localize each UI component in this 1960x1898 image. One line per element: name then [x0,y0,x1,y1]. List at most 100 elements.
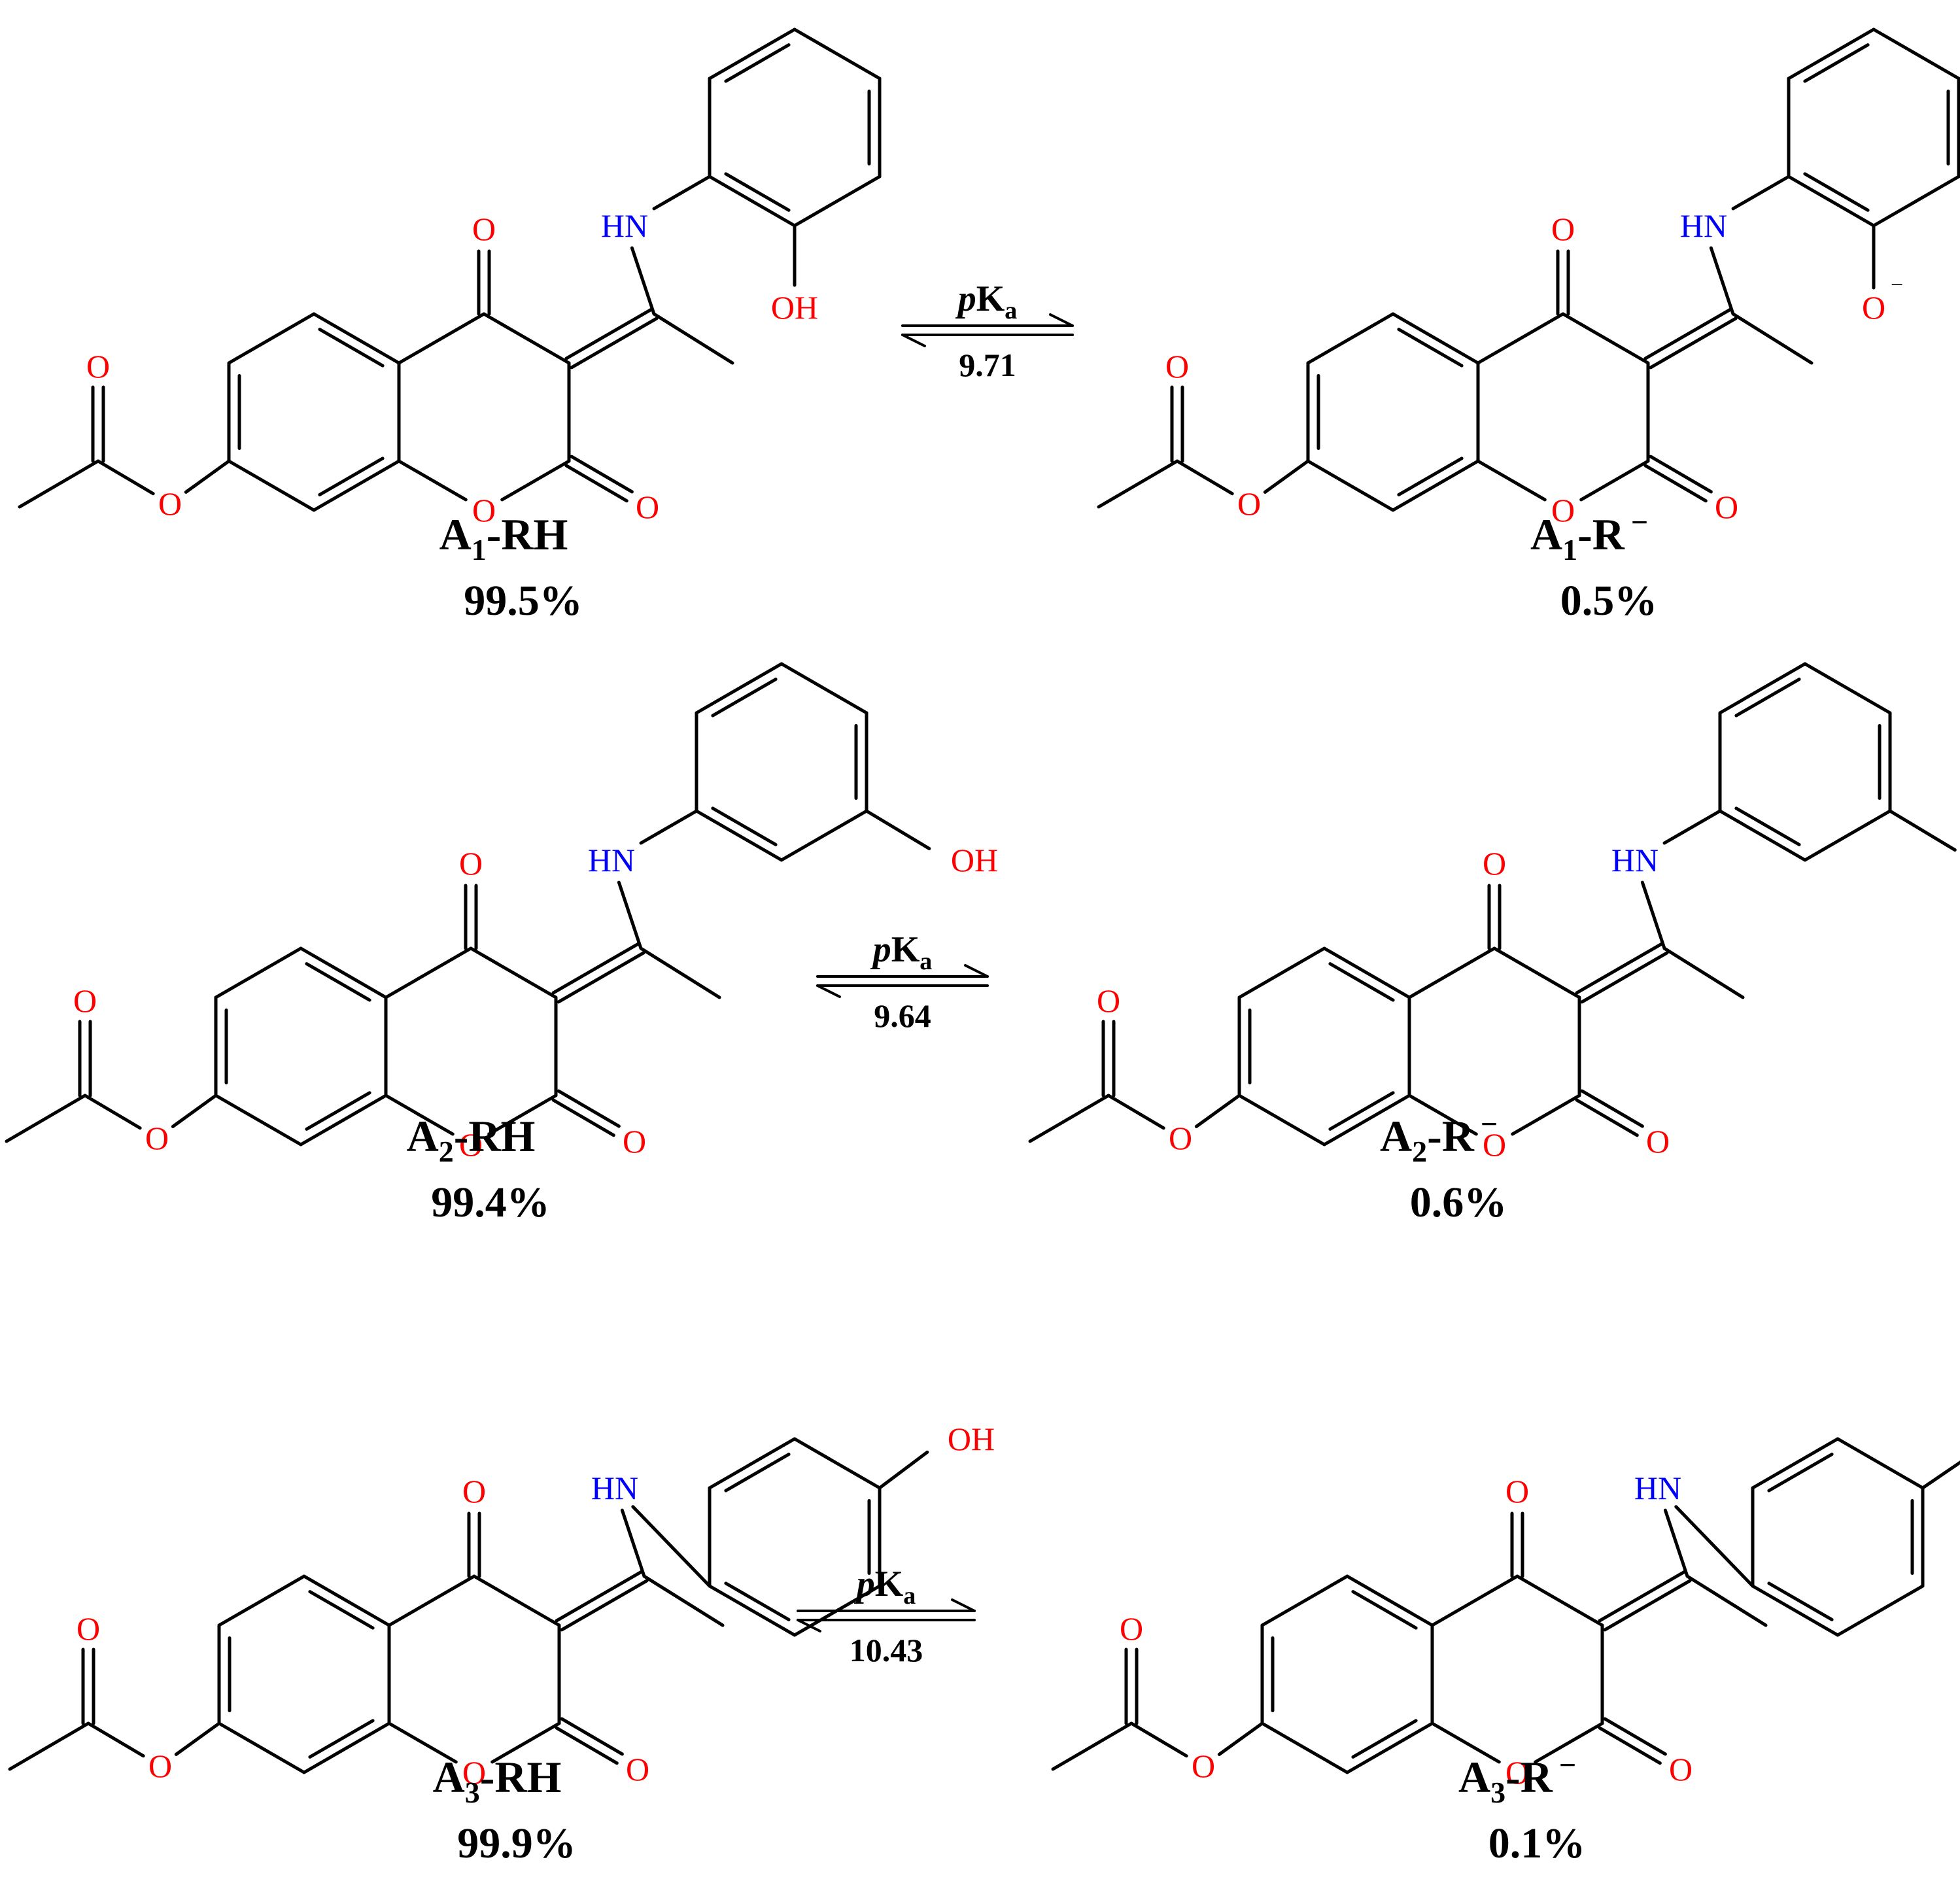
carbonyl-bond [1598,1726,1662,1765]
ring-double-bond [711,678,778,717]
carbonyl-bond [551,1098,615,1137]
ring-bond [397,459,468,502]
enamine-double-bond [1575,942,1664,995]
enamine-double-bond [570,317,659,370]
ring-bond [312,459,401,512]
methyl-bond [18,459,100,509]
ring-oxygen-label: O [1551,492,1575,528]
phenoxide-oxygen-label: O [1862,289,1885,326]
amine-bond [620,1508,646,1578]
amine-label: HN [601,207,648,244]
ring-bond [1476,312,1565,365]
phenyl-ring-bond [1836,1437,1925,1490]
population-percent: 0.6% [1410,1179,1507,1226]
ring-bond [1492,946,1581,999]
methyl-bond [5,1094,87,1143]
carbonyl-bond [1649,455,1713,494]
pka-label: pKa [955,279,1018,324]
carbonyl-bond [555,1726,619,1765]
ring-bond [490,1721,561,1764]
ring-bond [1515,1574,1604,1627]
ring-double-bond [305,962,371,1002]
ester-bond [184,459,231,494]
ring-bond [1322,1094,1411,1147]
ester-bond [1194,1094,1241,1128]
ring-bond [1407,946,1496,999]
amine-aryl-bond [1674,1505,1755,1588]
ester-carbonyl-oxygen-label: O [73,982,97,1019]
compound-name-letter: A [433,1752,465,1802]
ester-oxygen-label: O [158,485,182,522]
ring-bond [1391,312,1480,365]
pka-label-k: K [891,929,920,970]
ester-bond [1107,1094,1165,1130]
ring-bond [1407,1094,1478,1136]
ring-bond [1430,1574,1519,1627]
hydroxyl-bond [865,809,931,851]
compound-name: A2-R− [1380,1107,1498,1168]
carbonyl-bond [557,1089,621,1128]
ester-bond [83,1094,142,1130]
phenyl-ring-bond [708,1437,797,1490]
ring-bond [1534,1721,1604,1764]
carbonyl-bond [560,1717,624,1756]
amine-label: HN [1611,842,1659,878]
amine-aryl-bond [652,175,712,211]
ring-oxygen-label: O [1483,1126,1506,1163]
ring-bond [1237,1094,1326,1147]
base-caption: A1-R−0.5% [1530,506,1657,625]
ring-bond [227,459,316,512]
ester-oxygen-label: O [145,1120,169,1156]
carbonyl-bond [1575,1098,1639,1137]
ring-bond [384,946,473,999]
phenyl-ring-bond [708,175,797,228]
compound-name-sub: 3 [465,1776,480,1809]
pka-label-p: p [955,279,976,319]
hydroxyl-label: OH [771,289,818,326]
phenyl-ring-bond [780,662,868,715]
compound-charge: − [1481,1107,1498,1141]
ring-bond [1322,946,1411,999]
ring-double-bond [308,1590,375,1630]
ring-bond [302,1721,391,1774]
compound-name: A3-R− [1458,1748,1576,1809]
ring-bond [214,946,303,999]
ester-carbonyl-oxygen-label: O [1120,1610,1143,1647]
phenyl-ring-bond [793,175,882,228]
compound-charge: − [1559,1748,1576,1782]
compound-name-suffix: -RH [487,509,568,559]
compound-name-letter: A [407,1111,439,1161]
ring-bond [1237,946,1326,999]
compound-name: A1-R− [1530,506,1648,566]
compound-name-suffix: -R [1577,509,1625,559]
enamine-double-bond [1598,1570,1687,1623]
hydroxyl-bond [878,1450,929,1490]
pka-label-a: a [1005,297,1017,324]
ester-oxygen-label: O [1237,485,1261,522]
pka-label-p: p [854,1564,875,1604]
enamine-double-bond [1603,1579,1692,1632]
compound-name-sub: 2 [439,1135,454,1168]
enamine-double-bond [1643,307,1732,360]
phenyl-ring-bond [1751,1584,1840,1637]
ring-bond [302,1574,391,1627]
population-percent: 99.4% [431,1179,550,1226]
enamine-double-bond [551,942,640,995]
methyl-bond [639,946,721,999]
ring-double-bond [305,1091,371,1131]
pka-label: pKa [870,929,933,975]
compound-name-suffix: -RH [480,1752,562,1802]
methyl-bond [8,1721,90,1771]
ring-oxygen-label: O [459,1126,483,1163]
ring-bond [1306,312,1395,365]
compound-name: A1-RH [439,509,568,566]
ring-double-bond [1803,43,1870,83]
